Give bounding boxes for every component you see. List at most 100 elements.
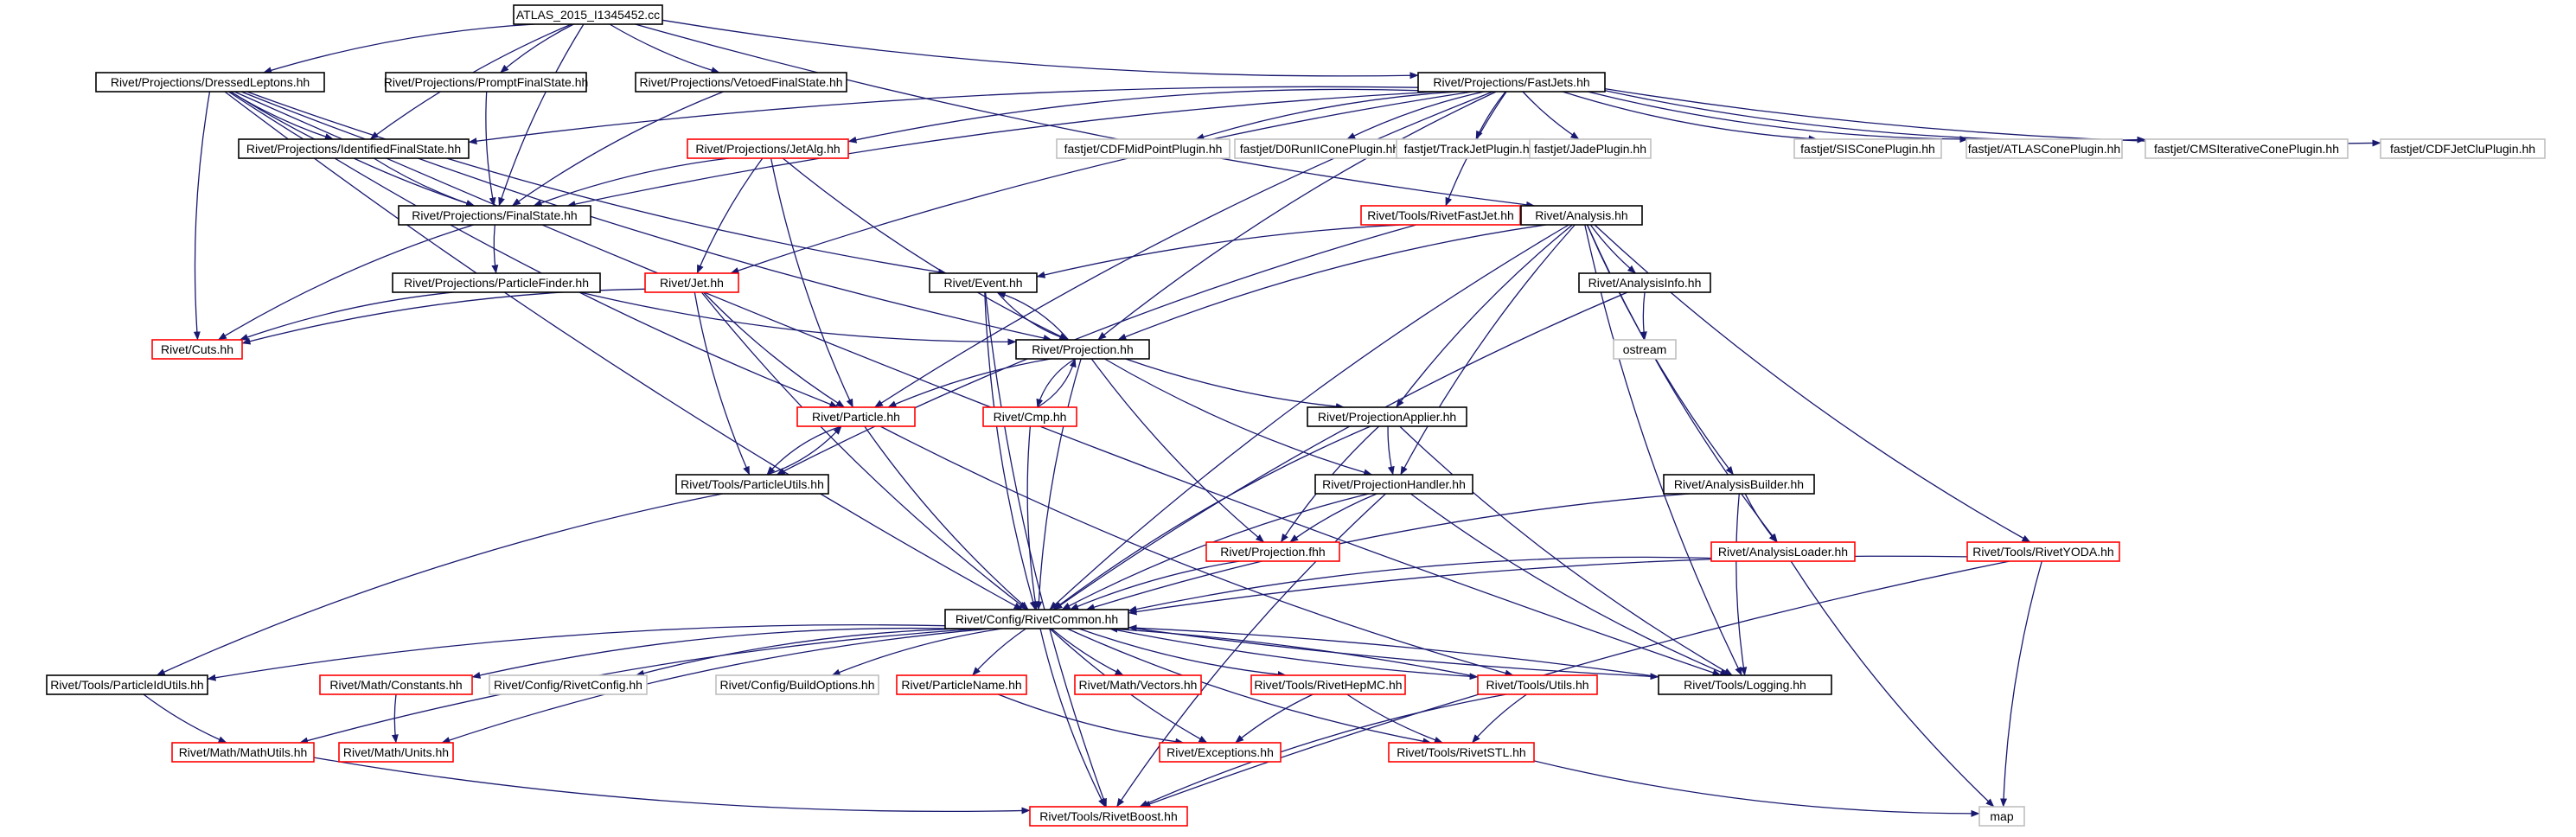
node-root[interactable]: ATLAS_2015_I1345452.cc (513, 4, 663, 25)
node-dressed[interactable]: Rivet/Projections/DressedLeptons.hh (95, 72, 325, 93)
node-rivetstl[interactable]: Rivet/Tools/RivetSTL.hh (1388, 742, 1535, 763)
node-box (2380, 138, 2546, 159)
node-box (715, 674, 879, 695)
node-analysisinfo[interactable]: Rivet/AnalysisInfo.hh (1578, 272, 1711, 293)
edge-fastjets-to-d0run (1346, 91, 1485, 140)
edge-event-to-rivetcommon (984, 291, 1037, 610)
node-cuts[interactable]: Rivet/Cuts.hh (151, 339, 243, 360)
node-box (95, 72, 325, 93)
node-ostream[interactable]: ostream (1613, 339, 1677, 360)
node-rivetconfig[interactable]: Rivet/Config/RivetConfig.hh (489, 674, 648, 695)
node-particleidutils[interactable]: Rivet/Tools/ParticleIdUtils.hh (46, 674, 208, 695)
node-rivetyoda[interactable]: Rivet/Tools/RivetYODA.hh (1966, 541, 2120, 562)
node-identified[interactable]: Rivet/Projections/IdentifiedFinalState.h… (238, 138, 470, 159)
edge-rivethepmc-to-exceptions (1235, 693, 1314, 744)
node-box (1663, 474, 1815, 495)
node-exceptions[interactable]: Rivet/Exceptions.hh (1159, 742, 1282, 763)
node-label: Rivet/Projections/IdentifiedFinalState.h… (246, 142, 461, 156)
node-particleutils[interactable]: Rivet/Tools/ParticleUtils.hh (675, 474, 829, 495)
node-particlefinder[interactable]: Rivet/Projections/ParticleFinder.hh (392, 272, 601, 293)
node-rivethepmc[interactable]: Rivet/Tools/RivetHepMC.hh (1250, 674, 1406, 695)
node-label: fastjet/CDFJetCluPlugin.hh (2390, 142, 2535, 156)
edge-rivetcommon-to-constants (471, 627, 946, 679)
node-logging[interactable]: Rivet/Tools/Logging.hh (1658, 674, 1832, 695)
node-utils[interactable]: Rivet/Tools/Utils.hh (1477, 674, 1598, 695)
node-box (171, 742, 315, 763)
node-vetoed[interactable]: Rivet/Projections/VetoedFinalState.hh (635, 72, 847, 93)
node-vectors[interactable]: Rivet/Math/Vectors.hh (1074, 674, 1202, 695)
node-event[interactable]: Rivet/Event.hh (929, 272, 1038, 293)
edge-analysisbuilder-to-logging (1735, 493, 1748, 676)
node-analysis[interactable]: Rivet/Analysis.hh (1520, 205, 1643, 226)
node-rivetboost[interactable]: Rivet/Tools/RivetBoost.hh (1029, 806, 1188, 827)
edge-analysisloader-to-map (1790, 560, 1995, 808)
edge-fastjets-to-cdfjetclu (1604, 87, 2381, 147)
node-constants[interactable]: Rivet/Math/Constants.hh (319, 674, 473, 695)
edge-projfhh-to-rivetcommon (1070, 560, 1240, 610)
edge-utils-to-rivetstl (1471, 693, 1527, 744)
node-projfhh[interactable]: Rivet/Projection.fhh (1205, 541, 1340, 562)
node-label: Rivet/Projections/DressedLeptons.hh (111, 75, 310, 89)
node-box (944, 609, 1129, 629)
node-projhandler[interactable]: Rivet/ProjectionHandler.hh (1314, 474, 1473, 495)
node-label: Rivet/Particle.hh (812, 410, 900, 424)
node-atlascone[interactable]: fastjet/ATLASConePlugin.hh (1966, 138, 2123, 159)
edge-particle-to-utils (879, 425, 1514, 677)
node-particle[interactable]: Rivet/Particle.hh (796, 406, 916, 427)
node-analysisbuilder[interactable]: Rivet/AnalysisBuilder.hh (1663, 474, 1815, 495)
node-mathutils[interactable]: Rivet/Math/MathUtils.hh (171, 742, 315, 763)
node-fastjets[interactable]: Rivet/Projections/FastJets.hh (1417, 72, 1606, 93)
edge-rivetfastjet-to-particleutils (776, 224, 1416, 476)
node-box (644, 272, 739, 293)
node-jet[interactable]: Rivet/Jet.hh (644, 272, 739, 293)
edge-identified-to-finalstate (373, 157, 476, 207)
node-box (796, 406, 916, 427)
node-label: Rivet/Config/RivetCommon.hh (956, 612, 1118, 626)
node-label: Rivet/Math/Vectors.hh (1079, 678, 1198, 692)
node-particlename[interactable]: Rivet/ParticleName.hh (896, 674, 1027, 695)
node-projection[interactable]: Rivet/Projection.hh (1015, 339, 1150, 360)
node-d0run[interactable]: fastjet/D0RunIIConePlugin.hh (1234, 138, 1405, 159)
edge-rivetcommon-to-buildoptions (831, 628, 1002, 676)
edge-fastjets-to-trackjet (1475, 91, 1506, 140)
node-jetalg[interactable]: Rivet/Projections/JetAlg.hh (687, 138, 849, 159)
node-label: Rivet/Tools/ParticleUtils.hh (681, 477, 824, 491)
node-box (338, 742, 454, 763)
edge-particleutils-to-particleidutils (156, 493, 723, 676)
node-box (1388, 742, 1535, 763)
edge-projection-to-projfhh (1090, 358, 1265, 543)
node-box (982, 406, 1077, 427)
node-analysisloader[interactable]: Rivet/AnalysisLoader.hh (1710, 541, 1856, 562)
node-label: Rivet/AnalysisLoader.hh (1718, 545, 1848, 559)
node-projapplier[interactable]: Rivet/ProjectionApplier.hh (1307, 406, 1467, 427)
edge-fastjets-to-projection (1097, 91, 1497, 341)
node-box (1793, 138, 1942, 159)
node-finalstate[interactable]: Rivet/Projections/FinalState.hh (398, 205, 591, 226)
edge-particle-to-particleutils (766, 425, 842, 476)
edge-particle-to-rivetcommon (864, 425, 1029, 610)
node-buildoptions[interactable]: Rivet/Config/BuildOptions.hh (715, 674, 879, 695)
node-units[interactable]: Rivet/Math/Units.hh (338, 742, 454, 763)
node-cmp[interactable]: Rivet/Cmp.hh (982, 406, 1077, 427)
node-prompt[interactable]: Rivet/Projections/PromptFinalState.hh (384, 72, 589, 93)
node-jade[interactable]: fastjet/JadePlugin.hh (1529, 138, 1652, 159)
node-label: Rivet/Tools/RivetSTL.hh (1397, 745, 1525, 759)
edge-utils-to-rivetcommon (1109, 625, 1479, 678)
edge-fastjets-to-jetalg (847, 88, 1419, 144)
node-rivetfastjet[interactable]: Rivet/Tools/RivetFastJet.hh (1360, 205, 1521, 226)
node-rivetcommon[interactable]: Rivet/Config/RivetCommon.hh (944, 609, 1129, 629)
node-label: Rivet/Projection.hh (1032, 342, 1134, 356)
edge-jet-to-particleutils (694, 291, 751, 476)
node-map[interactable]: map (1978, 806, 2025, 827)
node-label: Rivet/Projections/PromptFinalState.hh (384, 75, 589, 89)
node-label: Rivet/Projections/JetAlg.hh (695, 142, 840, 156)
node-cmsit[interactable]: fastjet/CMSIterativeConePlugin.hh (2145, 138, 2349, 159)
node-cdfjetclu[interactable]: fastjet/CDFJetCluPlugin.hh (2380, 138, 2546, 159)
node-label: Rivet/Tools/RivetFastJet.hh (1367, 208, 1514, 222)
node-siscone[interactable]: fastjet/SISConePlugin.hh (1793, 138, 1942, 159)
edge-finalstate-to-cuts (217, 224, 474, 341)
node-box (392, 272, 601, 293)
node-box (2145, 138, 2349, 159)
node-trackjet[interactable]: fastjet/TrackJetPlugin.hh (1396, 138, 1544, 159)
node-cdfmid[interactable]: fastjet/CDFMidPointPlugin.hh (1056, 138, 1230, 159)
